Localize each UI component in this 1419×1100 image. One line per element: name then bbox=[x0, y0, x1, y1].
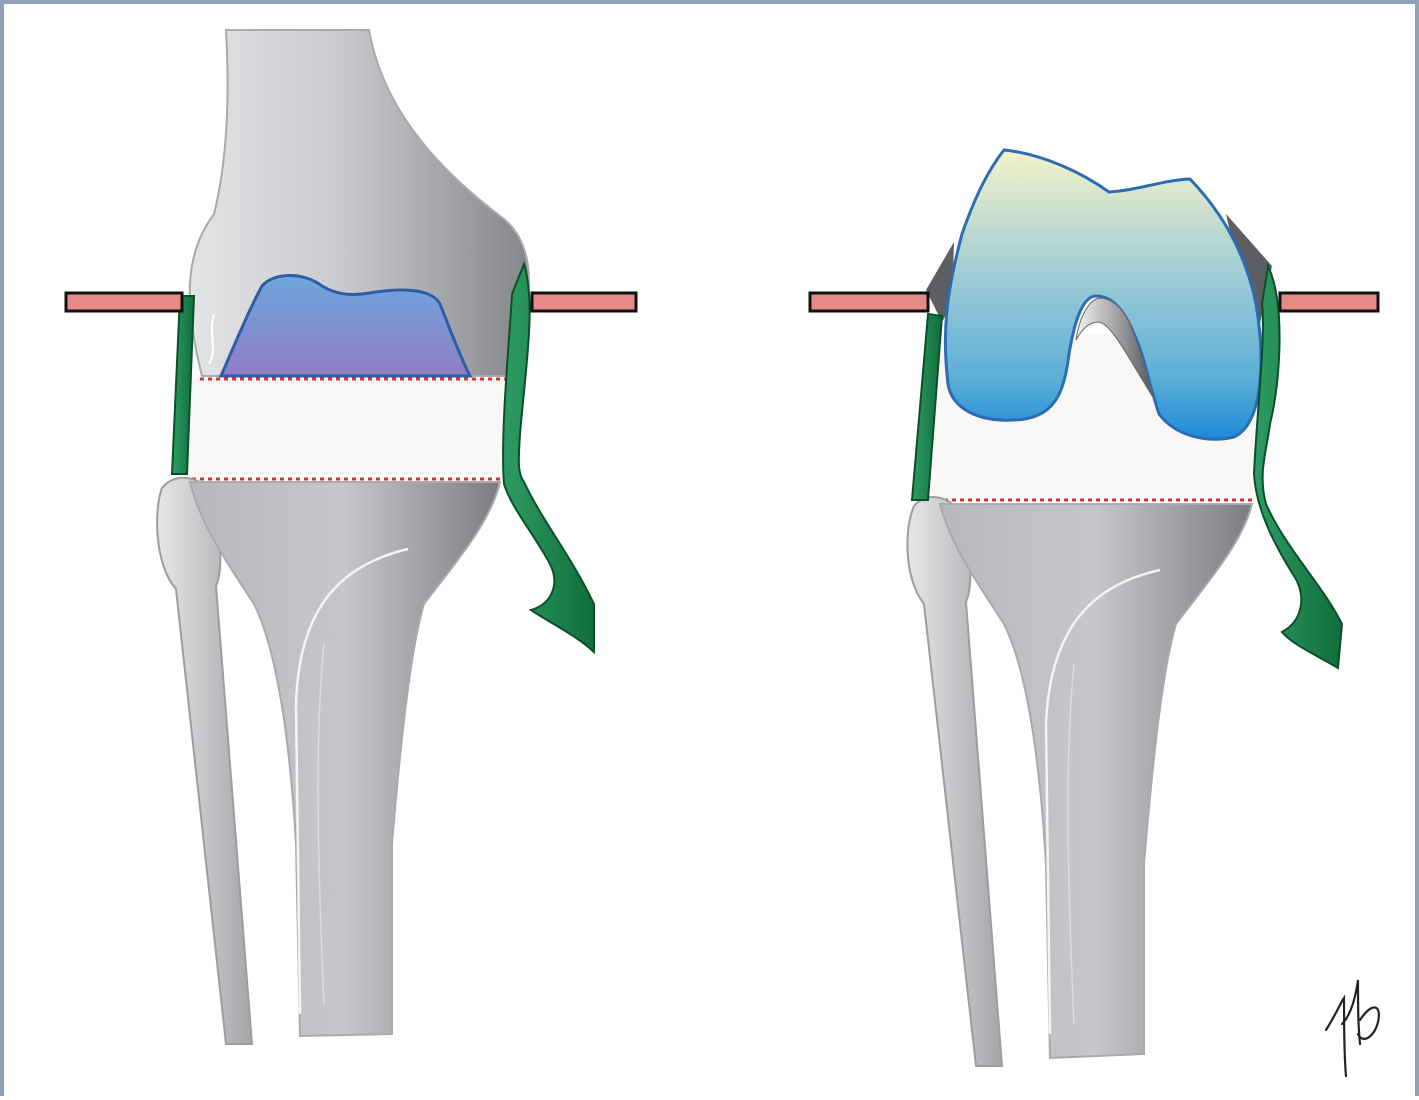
lateral-collateral-ligament bbox=[1254, 266, 1342, 668]
left-panel bbox=[66, 30, 636, 1044]
joint-gap bbox=[184, 379, 504, 479]
pin-left-lateral bbox=[532, 293, 636, 311]
right-panel bbox=[810, 150, 1378, 1066]
lateral-collateral-ligament bbox=[503, 264, 594, 652]
pin-right-lateral bbox=[1280, 293, 1378, 311]
knee-gap-diagram bbox=[4, 4, 1419, 1100]
pin-right-medial bbox=[810, 293, 928, 311]
artist-signature bbox=[1326, 980, 1379, 1076]
pin-left-medial bbox=[66, 293, 182, 311]
